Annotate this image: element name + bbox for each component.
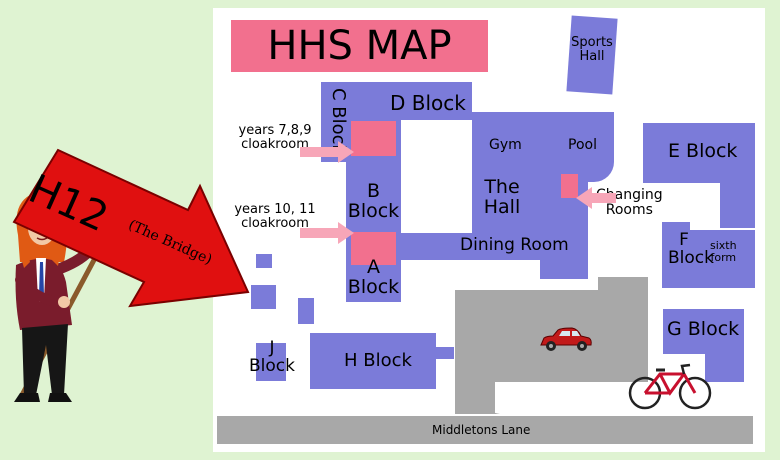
- e-block-building[interactable]: [643, 123, 755, 183]
- car-icon: [540, 327, 592, 351]
- sixth-form-building[interactable]: [662, 230, 755, 288]
- junior-cloakroom-arrow: [300, 141, 354, 163]
- changing-rooms-arrow: [576, 187, 616, 209]
- junior-cloakroom-label: years 7,8,9 cloakroom: [238, 123, 312, 152]
- bicycle-icon: [628, 363, 712, 410]
- senior-cloakroom-room[interactable]: [351, 232, 396, 265]
- sports-hall-label: Sports Hall: [571, 35, 613, 64]
- senior-cloakroom-label: years 10, 11 cloakroom: [234, 202, 316, 231]
- h-block-building[interactable]: [310, 333, 436, 389]
- gym-label: Gym: [489, 137, 522, 153]
- e-block-wing[interactable]: [720, 180, 755, 228]
- outbuilding-2[interactable]: [251, 285, 276, 309]
- outbuilding-3[interactable]: [298, 298, 314, 324]
- a-block-label: A Block: [347, 256, 400, 298]
- middletons-lane-road: [217, 416, 753, 444]
- h-block-wing[interactable]: [430, 347, 454, 359]
- changing-rooms-room[interactable]: [561, 174, 578, 198]
- j-block-label: J Block: [249, 338, 295, 376]
- map-title: HHS MAP: [231, 20, 488, 72]
- g-block-building[interactable]: [663, 309, 744, 354]
- middletons-lane-label: Middletons Lane: [432, 423, 531, 437]
- dining-room-extension[interactable]: [540, 215, 588, 279]
- b-block-label: B Block: [347, 180, 400, 222]
- g-block-label: G Block: [667, 318, 740, 340]
- senior-cloakroom-arrow: [300, 222, 354, 244]
- d-block-label: D Block: [390, 91, 466, 115]
- g-block-wing[interactable]: [705, 350, 744, 382]
- h12-arrow-sign[interactable]: [0, 0, 300, 320]
- sixth-form-label: sixth form: [710, 239, 737, 264]
- d-block-building[interactable]: [321, 82, 472, 120]
- h-block-label: H Block: [344, 350, 412, 371]
- the-hall-label: The Hall: [483, 176, 521, 218]
- pool-label: Pool: [568, 137, 597, 153]
- dining-room-label: Dining Room: [460, 235, 569, 255]
- e-block-label: E Block: [668, 140, 738, 162]
- junior-cloakroom-room[interactable]: [351, 121, 396, 156]
- j-block-building[interactable]: [256, 343, 286, 381]
- outbuilding-1[interactable]: [256, 254, 272, 268]
